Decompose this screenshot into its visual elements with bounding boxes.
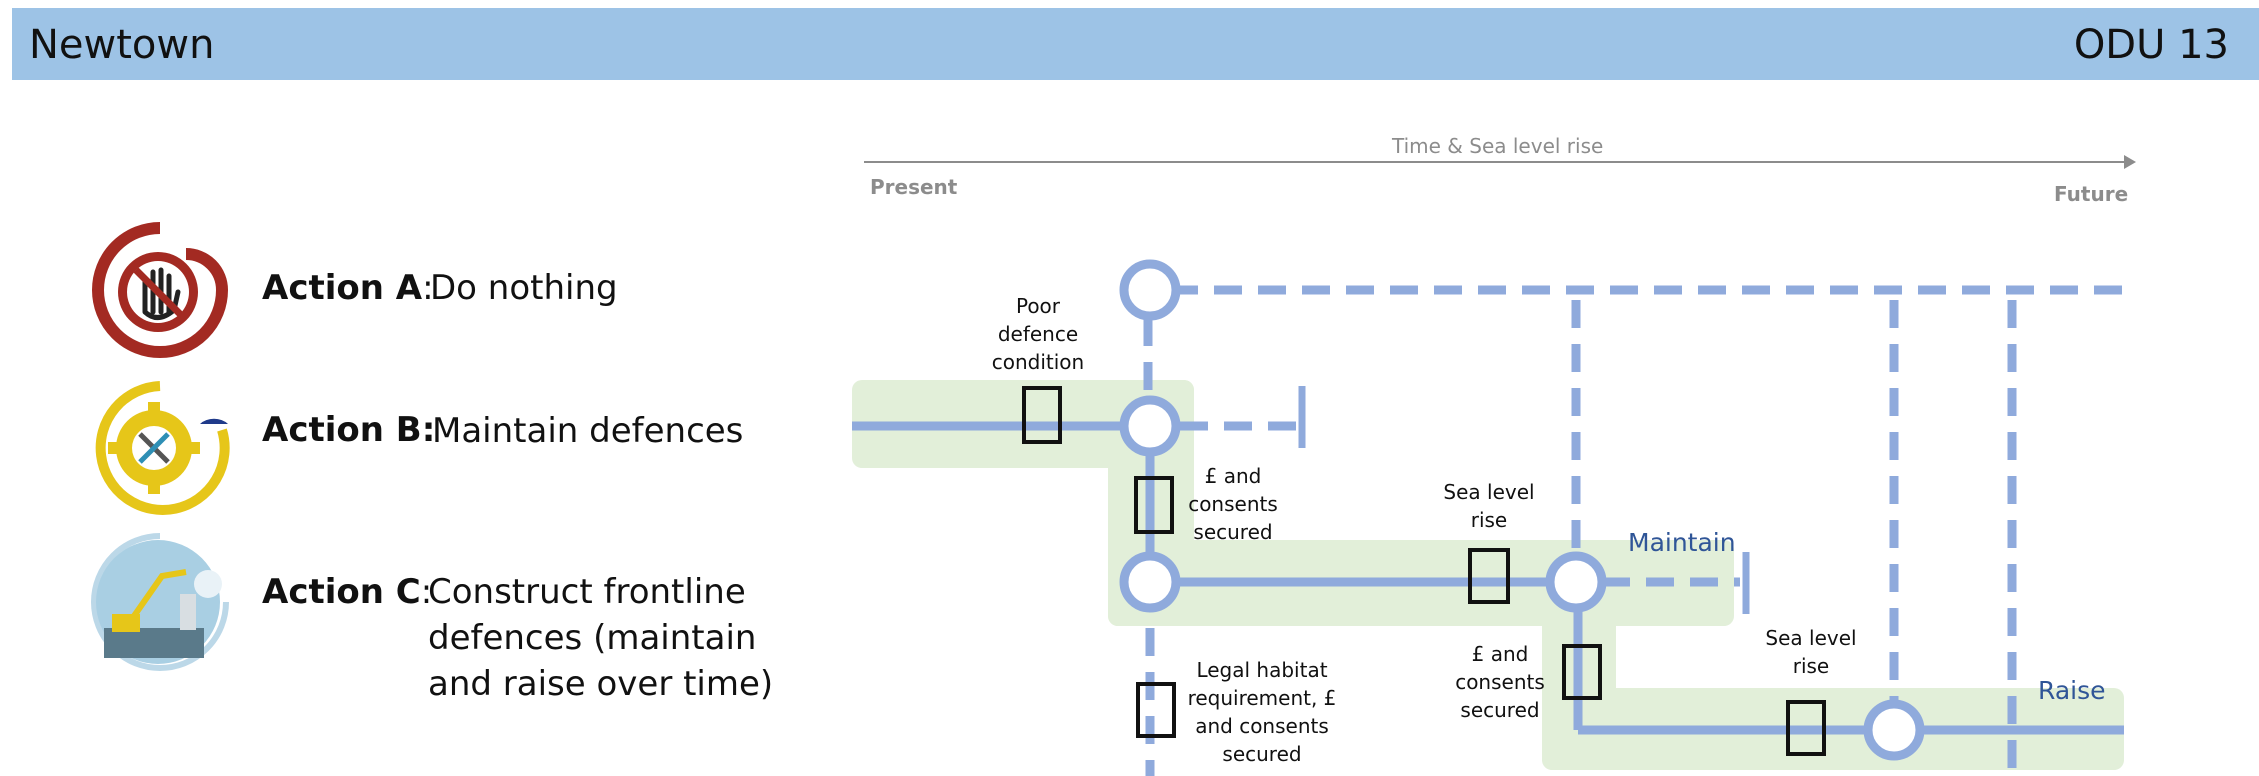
- node-maintain-end: [1545, 551, 1607, 613]
- node-do-nothing: [1119, 259, 1181, 321]
- gear-tools-icon: [95, 381, 230, 515]
- trigger-box-funds-1: [1134, 476, 1174, 534]
- trigger-funds-1: £ and consents secured: [1188, 464, 1278, 544]
- trigger-sea-level-1: Sea level rise: [1443, 480, 1535, 532]
- node-maintain-start: [1119, 395, 1181, 457]
- trigger-poor-defence: Poor defence condition: [991, 294, 1085, 374]
- trigger-sea-level-2: Sea level rise: [1765, 626, 1857, 678]
- path-label-maintain: Maintain: [1628, 528, 1736, 557]
- trigger-box-poor-defence: [1022, 386, 1062, 444]
- axis-start-label: Present: [870, 175, 958, 199]
- header-bar: Newtown ODU 13: [12, 8, 2259, 80]
- trigger-box-funds-2: [1562, 644, 1602, 700]
- page-title: Newtown: [29, 22, 215, 68]
- action-c-label: Action C:: [262, 572, 433, 612]
- node-raise: [1863, 699, 1925, 761]
- path-label-raise: Raise: [2038, 676, 2106, 705]
- trigger-box-legal-habitat: [1136, 682, 1176, 738]
- unit-code: ODU 13: [2073, 22, 2229, 68]
- construction-icon: [91, 533, 229, 671]
- action-b-description: Maintain defences: [432, 411, 744, 451]
- action-a-description: Do nothing: [430, 268, 618, 308]
- trigger-box-sea-level-2: [1786, 700, 1826, 756]
- action-b-label: Action B:: [262, 410, 436, 450]
- node-construct: [1119, 551, 1181, 613]
- trigger-box-sea-level-1: [1468, 548, 1510, 604]
- trigger-boxes: [1022, 386, 1826, 756]
- trigger-legal-habitat: Legal habitat requirement, £ and consent…: [1187, 658, 1337, 766]
- action-c-description: Construct frontline defences (maintain a…: [428, 572, 774, 704]
- axis-end-label: Future: [2054, 182, 2129, 206]
- axis-title: Time & Sea level rise: [1392, 134, 1604, 158]
- time-axis-arrowhead: [2124, 155, 2136, 169]
- action-a-label: Action A:: [262, 268, 434, 308]
- hand-stop-icon: [92, 222, 229, 358]
- trigger-funds-2: £ and consents secured: [1455, 642, 1545, 722]
